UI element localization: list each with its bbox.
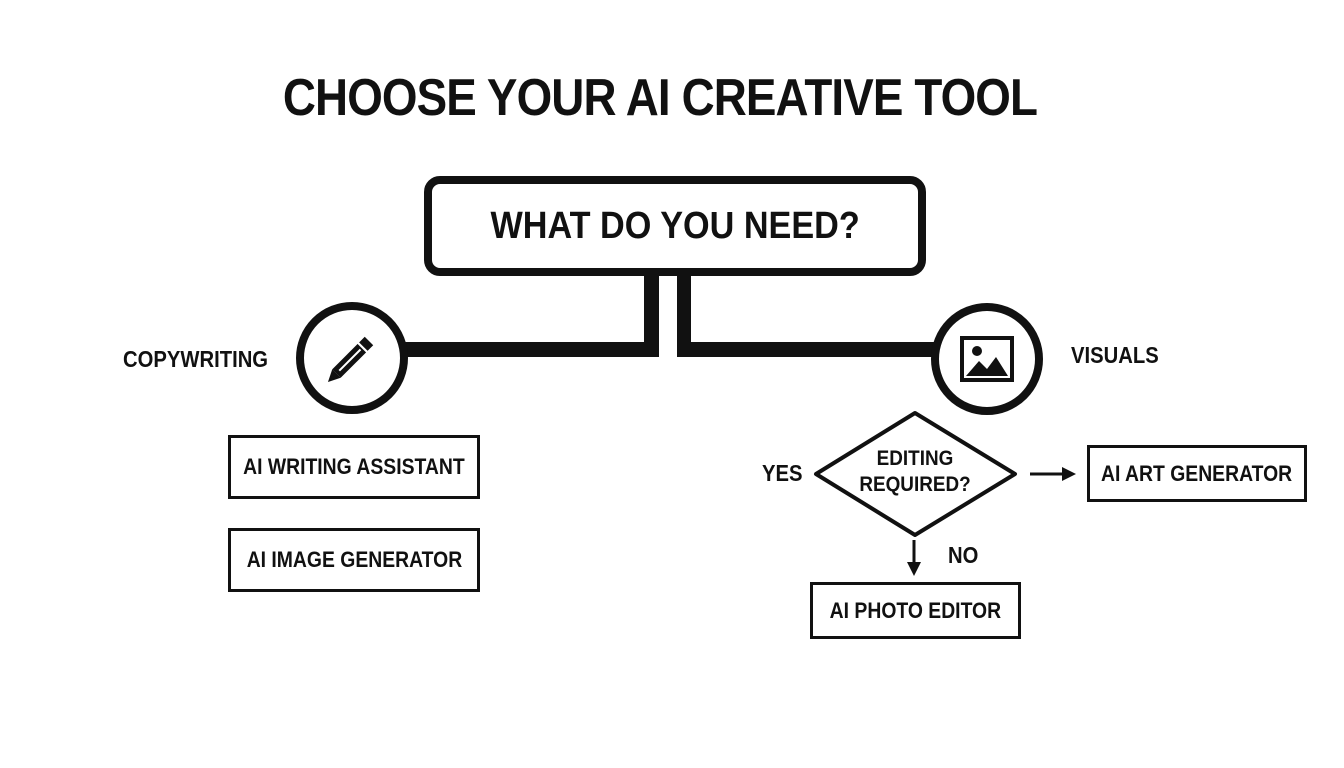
left-stem [644, 276, 659, 357]
visuals-node [931, 303, 1043, 415]
arrow-down-icon [907, 540, 921, 576]
question-text: WHAT DO YOU NEED? [490, 204, 860, 247]
pencil-icon [327, 336, 374, 383]
decision-diamond [814, 411, 1017, 537]
ai-art-generator-label: AI ART GENERATOR [1101, 460, 1293, 486]
arrow-right-icon [1030, 467, 1076, 481]
ai-photo-editor-label: AI PHOTO EDITOR [829, 597, 1002, 623]
ai-writing-assistant-label: AI WRITING ASSISTANT [243, 454, 465, 479]
decision-text: EDITING REQUIRED? [826, 446, 1004, 498]
ai-image-generator-label: AI IMAGE GENERATOR [246, 547, 462, 572]
ai-writing-assistant-box: AI WRITING ASSISTANT [228, 435, 480, 499]
ai-photo-editor-box: AI PHOTO EDITOR [810, 582, 1021, 639]
ai-image-generator-box: AI IMAGE GENERATOR [228, 528, 480, 592]
left-connector [404, 342, 659, 357]
right-stem [677, 276, 691, 357]
visuals-label: VISUALS [1071, 342, 1159, 368]
right-connector [677, 342, 939, 357]
copywriting-label: COPYWRITING [123, 346, 269, 372]
copywriting-node [296, 302, 408, 414]
question-box: WHAT DO YOU NEED? [424, 176, 926, 276]
image-icon [960, 336, 1014, 382]
decision-line-1: EDITING [876, 447, 954, 470]
decision-line-2: REQUIRED? [859, 473, 971, 496]
ai-art-generator-box: AI ART GENERATOR [1087, 445, 1307, 502]
no-label: NO [948, 542, 979, 568]
yes-label: YES [762, 460, 803, 486]
page-title: CHOOSE YOUR AI CREATIVE TOOL [282, 69, 1038, 127]
